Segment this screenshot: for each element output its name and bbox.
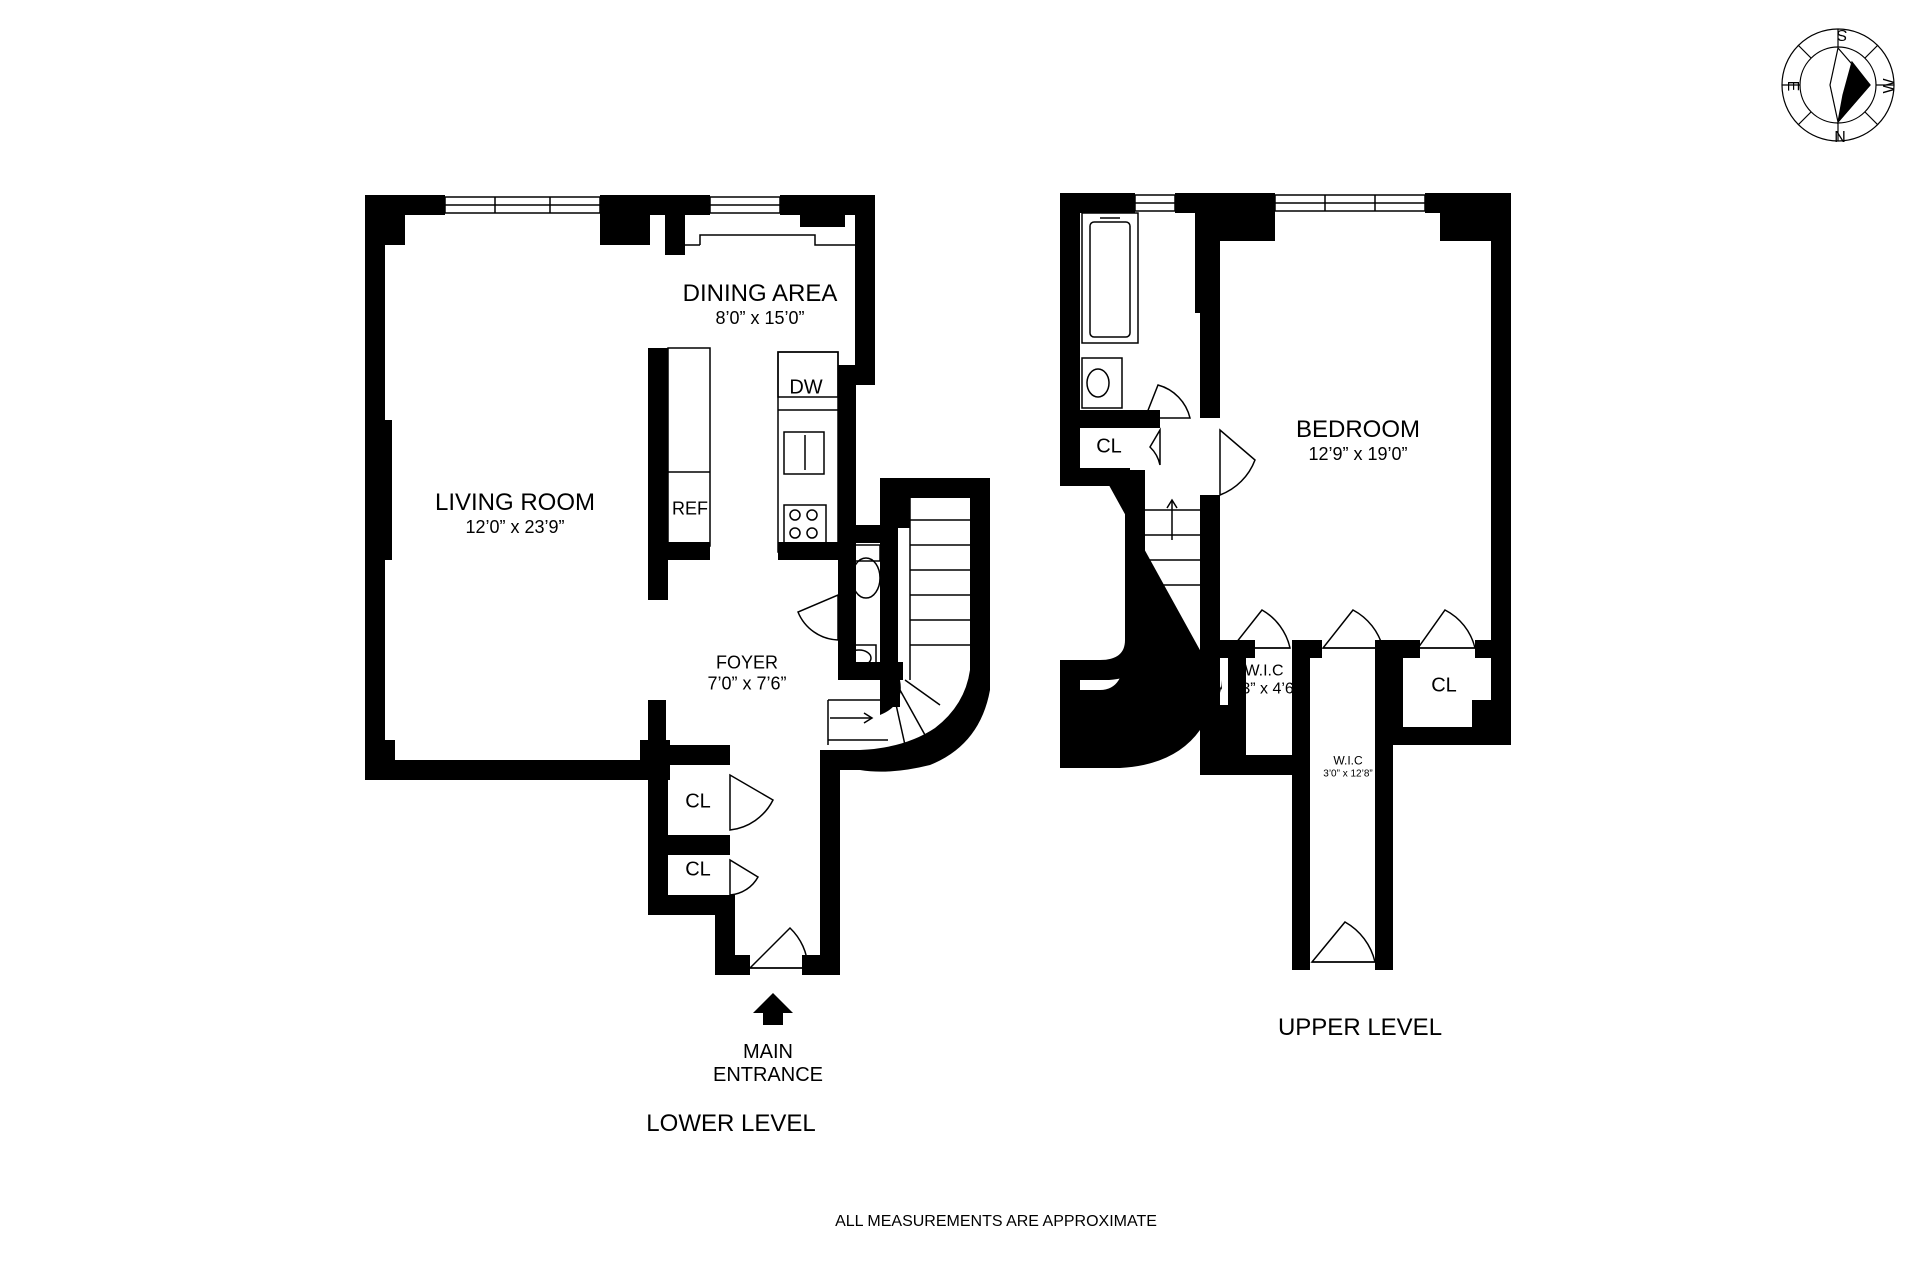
lower-level-windows <box>444 196 781 214</box>
upper-level-walls <box>1060 193 1511 970</box>
measurements-footnote: ALL MEASUREMENTS ARE APPROXIMATE <box>835 1212 1157 1230</box>
foyer-dims: 7’0” x 7’6” <box>707 673 787 693</box>
closet-label-bedroom: CL <box>1431 674 1457 697</box>
compass-south-label: S <box>1836 26 1848 43</box>
upper-level-title: UPPER LEVEL <box>1277 1014 1443 1042</box>
wic-small-name: W.I.C <box>1244 662 1284 680</box>
refrigerator-label: REF <box>672 498 708 519</box>
wic-long-name: W.I.C <box>1333 753 1363 768</box>
dining-area-label: DINING AREA 8’0” x 15’0” <box>683 280 838 328</box>
upper-level-windows <box>1134 194 1426 212</box>
closet-label-lower-2: CL <box>685 858 711 881</box>
entrance-arrow <box>753 993 793 1025</box>
main-entrance-label: MAIN ENTRANCE <box>713 1041 823 1087</box>
living-room-label: LIVING ROOM 12’0” x 23’9” <box>435 489 595 537</box>
bedroom-name: BEDROOM <box>1295 415 1421 443</box>
main-entrance-line-1: MAIN <box>742 1041 793 1063</box>
lower-level-fixtures <box>665 234 970 969</box>
foyer-label: FOYER 7’0” x 7’6” <box>707 652 786 693</box>
living-room-name: LIVING ROOM <box>434 488 596 516</box>
lower-level-walls <box>365 195 990 975</box>
lower-level-title: LOWER LEVEL <box>646 1110 816 1138</box>
dishwasher-label: DW <box>789 376 823 399</box>
compass-rose-icon <box>1781 28 1895 142</box>
compass-east-label: E <box>1784 80 1801 92</box>
wic-long-dims: 3’0” x 12’8” <box>1323 768 1373 780</box>
main-entrance-line-2: ENTRANCE <box>712 1064 824 1086</box>
closet-label-lower-1: CL <box>685 790 711 813</box>
dining-area-name: DINING AREA <box>682 279 838 307</box>
closet-label-bath: CL <box>1096 435 1122 458</box>
wic-long-label: W.I.C 3’0” x 12’8” <box>1323 753 1373 780</box>
compass-west-label: W <box>1881 78 1898 94</box>
upper-level-fixtures <box>1081 212 1476 963</box>
living-room-dims: 12’0” x 23’9” <box>465 516 565 537</box>
bedroom-dims: 12’9” x 19’0” <box>1308 443 1408 464</box>
dining-area-dims: 8’0” x 15’0” <box>715 307 805 328</box>
compass-north-label: N <box>1834 129 1846 146</box>
wic-small-label: W.I.C 4’3” x 4’6” <box>1229 663 1299 700</box>
bedroom-label: BEDROOM 12’9” x 19’0” <box>1296 416 1420 464</box>
foyer-name: FOYER <box>715 652 778 673</box>
wic-small-dims: 4’3” x 4’6” <box>1228 681 1300 698</box>
